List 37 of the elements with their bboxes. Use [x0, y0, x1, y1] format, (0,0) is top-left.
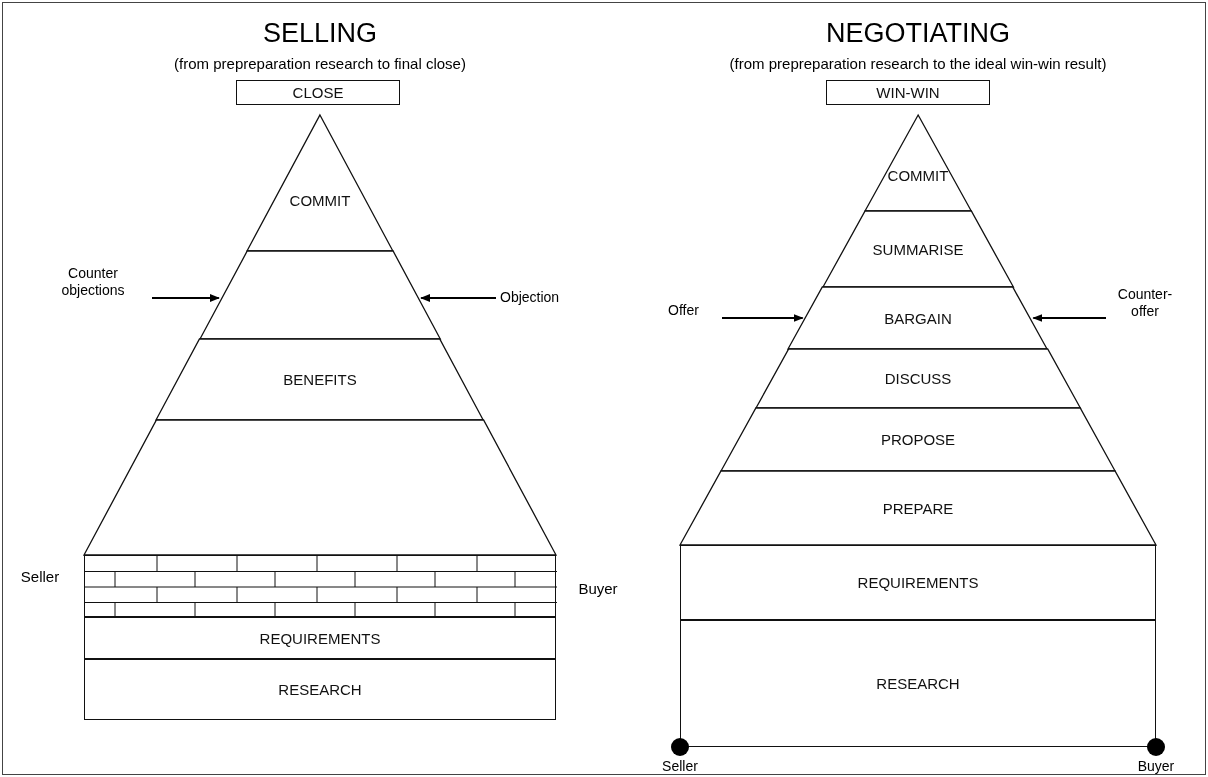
party-label: Seller	[661, 758, 699, 774]
brick-wall	[84, 555, 556, 617]
panel-heading: NEGOTIATING	[825, 18, 1011, 49]
block-label: RESEARCH	[876, 675, 960, 692]
base-block	[680, 620, 1156, 747]
goal-box	[826, 80, 990, 105]
arrow-label: Objection	[500, 289, 560, 305]
arrow	[420, 294, 497, 302]
arrow-label: Counter objections	[61, 265, 125, 298]
base-block	[680, 545, 1156, 620]
band-label: PROPOSE	[880, 431, 956, 448]
arrow	[721, 314, 804, 322]
panel-subtitle: (from prepreparation research to the ideal win-win result)	[728, 55, 1108, 72]
band-label: COMMIT	[289, 191, 351, 209]
base-block	[84, 617, 556, 659]
party-label: Seller	[19, 568, 61, 585]
base-block	[84, 659, 556, 720]
goal-label: CLOSE	[292, 84, 344, 101]
band-label: SUMMARISE	[872, 240, 964, 258]
arrow-label: Counter-offer	[1117, 286, 1173, 319]
panel-heading: SELLING	[261, 18, 379, 49]
arrow-label: Offer	[668, 302, 699, 318]
goal-box	[236, 80, 400, 105]
block-label: RESEARCH	[278, 681, 362, 698]
panel-subtitle: (from prepreparation research to final close)	[173, 55, 467, 72]
block-label: REQUIREMENTS	[259, 629, 381, 647]
band-label: PREPARE	[882, 499, 954, 517]
goal-label: WIN-WIN	[876, 84, 940, 101]
band-label: BENEFITS	[283, 371, 357, 388]
arrow	[151, 294, 220, 302]
band-label: DISCUSS	[884, 370, 952, 387]
party-label: Buyer	[577, 580, 619, 597]
band-label: COMMIT	[887, 166, 949, 184]
band-label: BARGAIN	[884, 309, 952, 327]
arrow	[1032, 314, 1107, 322]
block-label: REQUIREMENTS	[857, 574, 979, 591]
party-label: Buyer	[1136, 758, 1176, 774]
